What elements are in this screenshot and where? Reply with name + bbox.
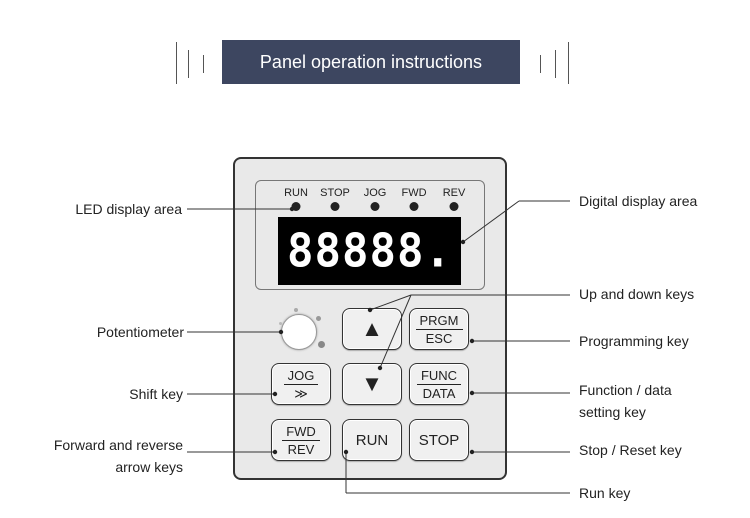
down-key[interactable]: ▼ bbox=[342, 363, 402, 405]
rev-label: REV bbox=[287, 441, 315, 457]
callout-fwd-rev-line2: arrow keys bbox=[115, 459, 183, 475]
callout-programming-key: Programming key bbox=[579, 333, 689, 349]
dot-fwd-rev bbox=[272, 449, 278, 455]
prgm-esc-key[interactable]: PRGM ESC bbox=[409, 308, 469, 350]
prgm-label: PRGM bbox=[415, 313, 463, 330]
led-indicator-rev bbox=[449, 202, 459, 211]
led-label-stop: STOP bbox=[320, 187, 350, 199]
led-label-fwd: FWD bbox=[401, 187, 427, 199]
callout-led-display-area: LED display area bbox=[75, 201, 182, 217]
led-label-jog: JOG bbox=[363, 187, 387, 199]
line-up-down-c bbox=[379, 294, 412, 369]
banner-right-bar-2 bbox=[555, 50, 556, 78]
dot-down-key bbox=[377, 365, 383, 371]
dot-led-display bbox=[289, 206, 295, 212]
banner-left-bar-2 bbox=[188, 50, 189, 78]
esc-label: ESC bbox=[425, 330, 453, 346]
display-frame bbox=[255, 180, 485, 290]
jog-label: JOG bbox=[283, 368, 319, 385]
callout-stop-reset-key: Stop / Reset key bbox=[579, 442, 682, 458]
run-key[interactable]: RUN bbox=[342, 419, 402, 461]
dot-run bbox=[343, 449, 349, 455]
up-key[interactable]: ▲ bbox=[342, 308, 402, 350]
pot-tick-3 bbox=[316, 316, 321, 321]
pot-tick-1 bbox=[279, 322, 282, 325]
jog-shift-key[interactable]: JOG ≫ bbox=[271, 363, 331, 405]
callout-function-data-line2: setting key bbox=[579, 404, 646, 420]
shift-icon: ≫ bbox=[294, 385, 308, 401]
dot-digital-display bbox=[460, 239, 466, 245]
up-arrow-icon: ▲ bbox=[361, 316, 383, 341]
banner-right-bar-1 bbox=[540, 55, 541, 73]
callout-fwd-rev-line1: Forward and reverse bbox=[53, 437, 183, 453]
dot-potentiometer bbox=[278, 329, 284, 335]
stop-reset-key[interactable]: STOP bbox=[409, 419, 469, 461]
func-label: FUNC bbox=[416, 368, 462, 385]
banner-right-bar-3 bbox=[568, 42, 569, 84]
led-indicator-fwd bbox=[409, 202, 419, 211]
banner-title: Panel operation instructions bbox=[222, 40, 520, 84]
line-digital-display-b bbox=[462, 200, 520, 243]
dot-programming bbox=[469, 338, 475, 344]
pot-tick-2 bbox=[294, 308, 298, 312]
callout-up-down-keys: Up and down keys bbox=[579, 286, 695, 302]
fwd-rev-key[interactable]: FWD REV bbox=[271, 419, 331, 461]
callout-function-data-line1: Function / data bbox=[579, 382, 672, 398]
callout-potentiometer: Potentiometer bbox=[96, 324, 184, 340]
func-data-key[interactable]: FUNC DATA bbox=[409, 363, 469, 405]
line-up-down-b bbox=[369, 294, 412, 311]
dot-up-key bbox=[367, 307, 373, 313]
pot-tick-4 bbox=[318, 341, 325, 348]
dot-function-data bbox=[469, 390, 475, 396]
banner-left-bar-3 bbox=[203, 55, 204, 73]
potentiometer-knob[interactable] bbox=[281, 314, 317, 350]
stop-label: STOP bbox=[418, 431, 460, 449]
led-indicator-jog bbox=[370, 202, 380, 211]
led-indicator-stop bbox=[330, 202, 340, 211]
banner-left-bar-1 bbox=[176, 42, 177, 84]
callout-run-key: Run key bbox=[579, 485, 631, 501]
callout-digital-display-area: Digital display area bbox=[579, 193, 698, 209]
fwd-label: FWD bbox=[282, 424, 320, 441]
led-label-run: RUN bbox=[284, 187, 308, 199]
down-arrow-icon: ▼ bbox=[361, 371, 383, 396]
callout-shift-key: Shift key bbox=[129, 386, 183, 402]
dot-shift bbox=[272, 391, 278, 397]
led-label-rev: REV bbox=[442, 187, 466, 199]
data-label: DATA bbox=[422, 385, 456, 401]
display-digits: 88888. bbox=[287, 224, 452, 278]
run-label: RUN bbox=[355, 431, 389, 449]
dot-stop-reset bbox=[469, 449, 475, 455]
digital-display-screen: 88888. bbox=[278, 217, 461, 285]
led-indicator-run bbox=[291, 202, 301, 211]
